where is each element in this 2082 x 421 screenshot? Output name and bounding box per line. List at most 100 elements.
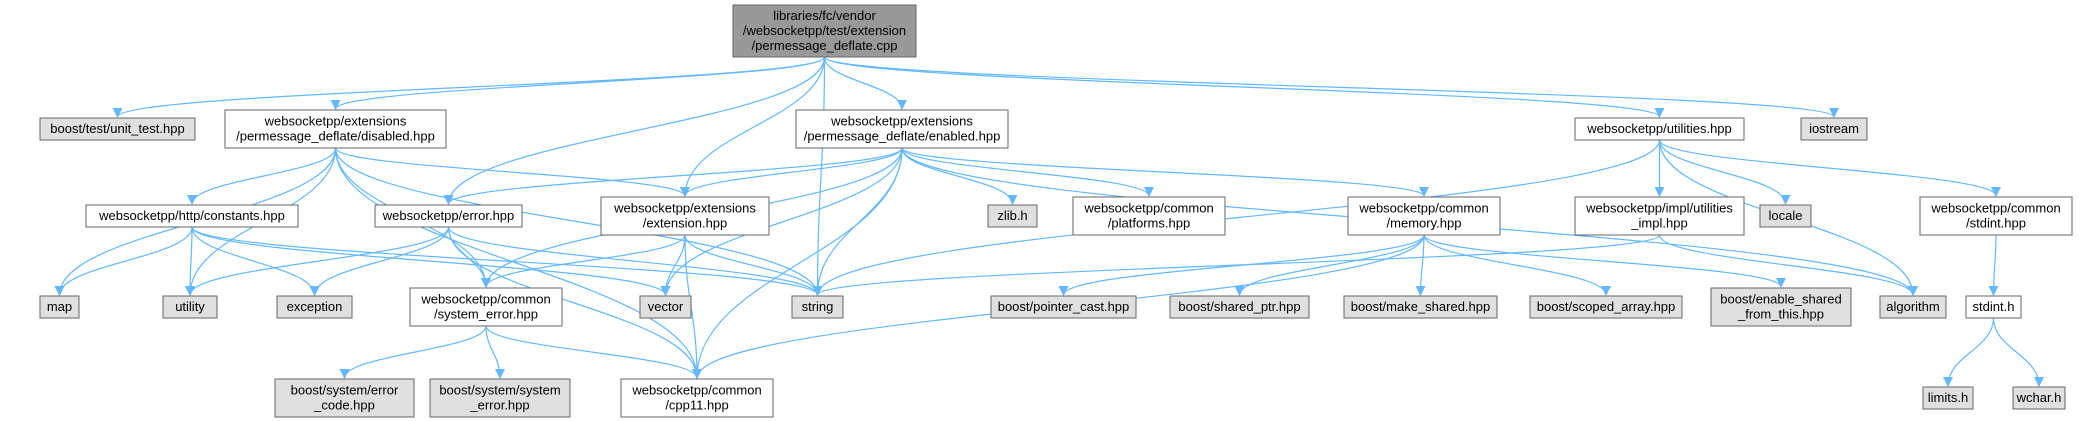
node-enable_shared-label: _from_this.hpp [1737, 307, 1824, 322]
node-exception-box [276, 295, 353, 319]
node-limits-label: limits.h [1928, 390, 1968, 405]
node-http_constants-label: websocketpp/http/constants.hpp [98, 208, 285, 223]
node-wchar[interactable]: wchar.h [2012, 386, 2066, 410]
node-enabled-label: websocketpp/extensions [830, 114, 973, 129]
node-wchar-label: wchar.h [2016, 390, 2062, 405]
node-scoped_array[interactable]: boost/scoped_array.hpp [1529, 295, 1683, 319]
edge-enabled-to-platforms [901, 147, 1154, 197]
node-make_shared-label: boost/make_shared.hpp [1351, 299, 1490, 314]
edge-root-to-disabled [330, 56, 826, 110]
node-error_code[interactable]: boost/system/error_code.hpp [274, 378, 415, 418]
node-system_error-label: websocketpp/common [420, 292, 550, 307]
node-wchar-box [2012, 386, 2066, 410]
node-stdint_h-box [1965, 295, 2022, 319]
edge-disabled-to-cpp11 [334, 147, 702, 379]
node-limits[interactable]: limits.h [1922, 386, 1974, 410]
node-zlib[interactable]: zlib.h [987, 204, 1038, 228]
edge-enabled-to-cpp11 [692, 147, 903, 379]
node-utilities-box [1574, 117, 1745, 141]
edge-system_error-to-cpp11 [485, 325, 702, 379]
node-root-label: /permessage_deflate.cpp [752, 38, 898, 53]
node-extension-label: websocketpp/extensions [613, 201, 756, 216]
node-cpp11-label: websocketpp/common [631, 383, 761, 398]
node-disabled-box [224, 109, 447, 149]
node-error-box [374, 204, 523, 228]
node-extension[interactable]: websocketpp/extensions/extension.hpp [600, 196, 770, 236]
node-vector[interactable]: vector [639, 295, 692, 319]
node-zlib-label: zlib.h [997, 208, 1027, 223]
node-error_code-box [274, 378, 415, 418]
edge-enabled-to-extension [680, 147, 903, 197]
node-common_stdint-box [1919, 196, 2073, 236]
node-root[interactable]: libraries/fc/vendor/websocketpp/test/ext… [732, 4, 917, 58]
node-disabled-label: /permessage_deflate/disabled.hpp [236, 129, 435, 144]
node-memory-label: websocketpp/common [1358, 201, 1488, 216]
node-system_error[interactable]: websocketpp/common/system_error.hpp [409, 287, 563, 327]
node-enable_shared-box [1710, 287, 1852, 327]
node-locale-box [1759, 204, 1812, 228]
node-impl_utilities-label: _impl.hpp [1630, 216, 1687, 231]
edge-disabled-to-string [334, 147, 823, 296]
node-platforms[interactable]: websocketpp/common/platforms.hpp [1072, 196, 1226, 236]
node-string[interactable]: string [791, 295, 844, 319]
edge-root-to-unit_test [112, 56, 826, 118]
edge-root-to-iostream [823, 56, 1839, 118]
node-algorithm[interactable]: algorithm [1879, 295, 1947, 319]
edge-error-to-cpp11 [447, 226, 702, 379]
node-iostream[interactable]: iostream [1800, 117, 1868, 141]
node-system_error_boost[interactable]: boost/system/system_error.hpp [429, 378, 571, 418]
edge-root-to-utilities [823, 56, 1665, 118]
edge-http_constants-to-map [54, 226, 193, 296]
node-enable_shared[interactable]: boost/enable_shared_from_this.hpp [1710, 287, 1852, 327]
edge-extension-to-string [684, 234, 823, 296]
node-locale-label: locale [1769, 208, 1803, 223]
node-utility[interactable]: utility [162, 295, 218, 319]
edge-error-to-utility [185, 226, 450, 296]
node-http_constants[interactable]: websocketpp/http/constants.hpp [85, 204, 299, 228]
node-system_error-label: /system_error.hpp [434, 307, 538, 322]
node-map[interactable]: map [39, 295, 80, 319]
node-system_error_boost-label: _error.hpp [469, 398, 529, 413]
edge-disabled-to-http_constants [187, 147, 337, 205]
edge-extension-to-system_error [481, 234, 686, 288]
edge-enabled-to-error [443, 147, 903, 205]
node-utility-label: utility [175, 299, 205, 314]
node-exception[interactable]: exception [276, 295, 353, 319]
node-impl_utilities-box [1574, 196, 1745, 236]
node-platforms-box [1072, 196, 1226, 236]
node-system_error-box [409, 287, 563, 327]
edge-error-to-exception [309, 226, 450, 296]
node-vector-label: vector [648, 299, 684, 314]
node-enabled[interactable]: websocketpp/extensions/permessage_deflat… [795, 109, 1009, 149]
edge-root-to-error [443, 56, 826, 205]
node-cpp11-box [620, 378, 774, 418]
node-utilities-label: websocketpp/utilities.hpp [1586, 121, 1732, 136]
node-error[interactable]: websocketpp/error.hpp [374, 204, 523, 228]
node-exception-label: exception [287, 299, 343, 314]
node-locale[interactable]: locale [1759, 204, 1812, 228]
node-cpp11-label: /cpp11.hpp [665, 398, 728, 413]
node-disabled[interactable]: websocketpp/extensions/permessage_deflat… [224, 109, 447, 149]
node-platforms-label: /platforms.hpp [1108, 216, 1190, 231]
node-impl_utilities[interactable]: websocketpp/impl/utilities_impl.hpp [1574, 196, 1745, 236]
edge-extension-to-vector [660, 234, 686, 296]
edge-system_error-to-error_code [339, 325, 487, 379]
edge-system_error-to-system_error_boost [485, 325, 505, 379]
node-algorithm-box [1879, 295, 1947, 319]
node-utility-box [162, 295, 218, 319]
node-memory[interactable]: websocketpp/common/memory.hpp [1347, 196, 1501, 236]
node-make_shared[interactable]: boost/make_shared.hpp [1343, 295, 1498, 319]
node-map-box [39, 295, 80, 319]
node-enabled-label: /permessage_deflate/enabled.hpp [804, 129, 1001, 144]
node-utilities[interactable]: websocketpp/utilities.hpp [1574, 117, 1745, 141]
node-unit_test[interactable]: boost/test/unit_test.hpp [39, 117, 196, 141]
node-http_constants-box [85, 204, 299, 228]
node-pointer_cast[interactable]: boost/pointer_cast.hpp [990, 295, 1137, 319]
node-impl_utilities-label: websocketpp/impl/utilities [1585, 201, 1733, 216]
node-shared_ptr[interactable]: boost/shared_ptr.hpp [1169, 295, 1310, 319]
node-common_stdint[interactable]: websocketpp/common/stdint.hpp [1919, 196, 2073, 236]
node-cpp11[interactable]: websocketpp/common/cpp11.hpp [620, 378, 774, 418]
edge-memory-to-shared_ptr [1234, 234, 1425, 296]
node-scoped_array-label: boost/scoped_array.hpp [1537, 299, 1676, 314]
node-stdint_h[interactable]: stdint.h [1965, 295, 2022, 319]
